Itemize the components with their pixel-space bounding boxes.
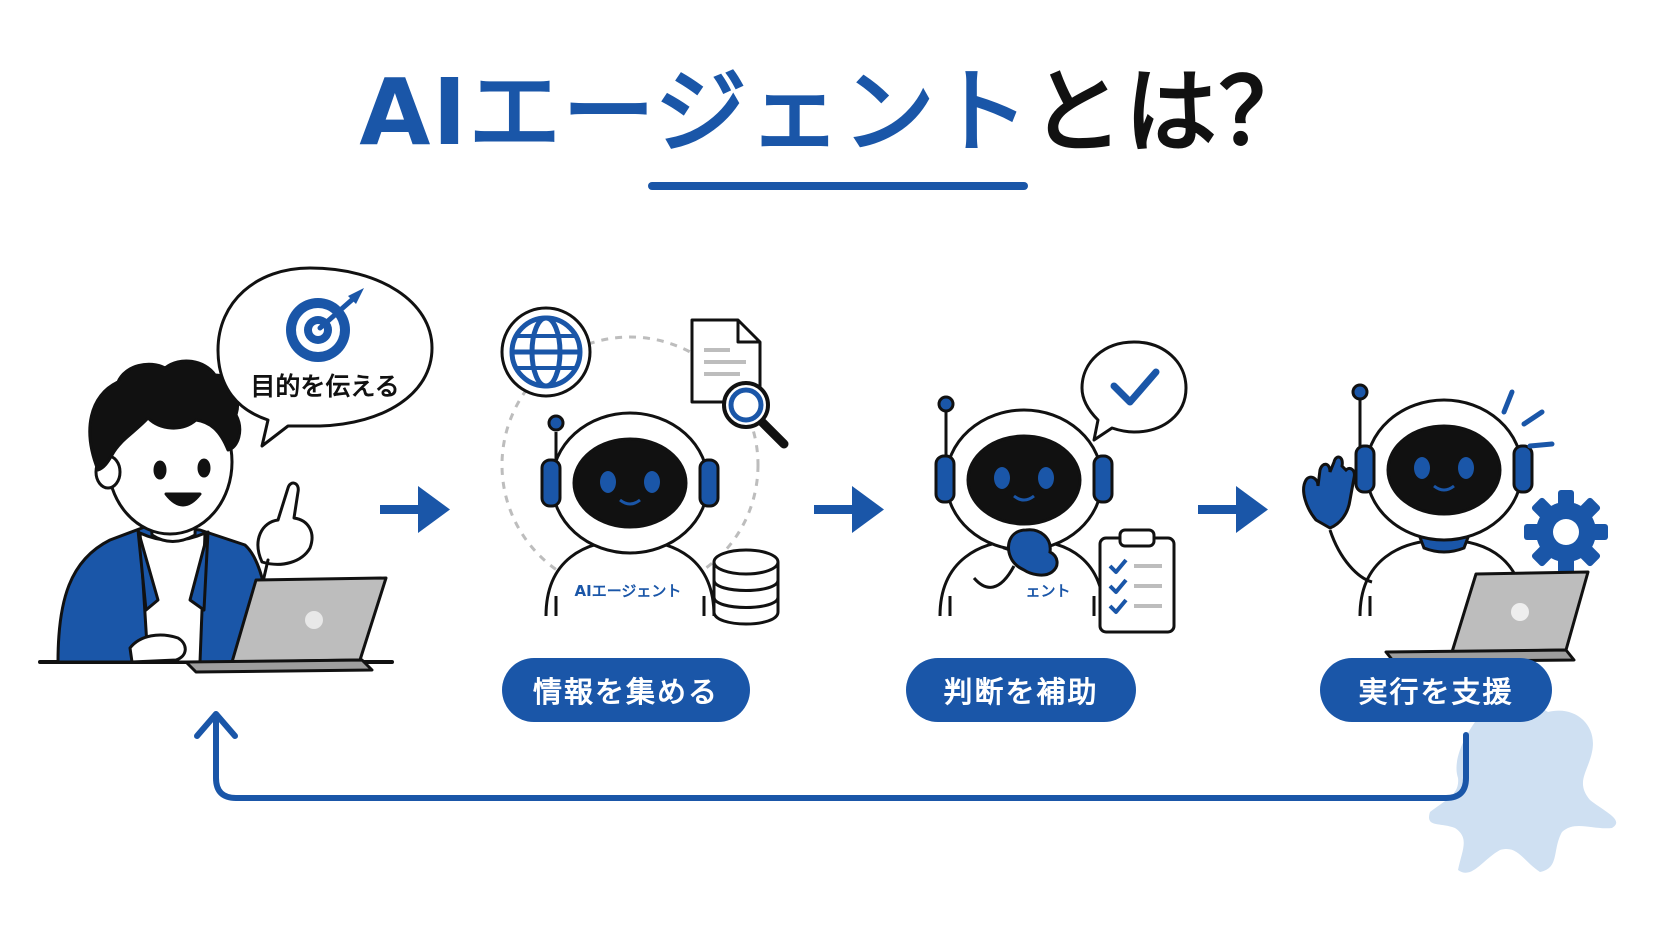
arrow-right-icon bbox=[1198, 486, 1268, 533]
feedback-arrow-icon bbox=[194, 711, 1469, 801]
globe-icon bbox=[500, 306, 592, 398]
title-underline bbox=[648, 182, 1028, 190]
person-hand bbox=[256, 481, 314, 566]
robot-agent bbox=[934, 395, 1114, 617]
person-illustration bbox=[38, 359, 394, 664]
target-icon bbox=[286, 288, 364, 362]
step-label: 実行を支援 bbox=[1358, 675, 1514, 709]
title-rest: とは？ bbox=[1030, 59, 1313, 166]
bubble-label: 目的を伝える bbox=[250, 372, 399, 401]
robot-face bbox=[1386, 424, 1502, 516]
database-icon bbox=[712, 548, 780, 626]
person-hair bbox=[88, 359, 242, 472]
robot-hand bbox=[1007, 528, 1059, 577]
gear-icon bbox=[1524, 490, 1608, 574]
arrow-right-icon bbox=[814, 486, 884, 533]
title-accent: AIエージェント bbox=[359, 59, 1031, 166]
sparkle-lines bbox=[1501, 389, 1555, 449]
robot-face bbox=[572, 437, 688, 529]
check-bubble bbox=[1080, 340, 1188, 442]
splash-decoration bbox=[1429, 703, 1617, 873]
laptop-icon bbox=[184, 576, 388, 674]
step-pill-collect: 情報を集める bbox=[502, 658, 750, 722]
arrow-right-icon bbox=[380, 486, 450, 533]
step-pill-execute: 実行を支援 bbox=[1320, 658, 1552, 722]
robot-face bbox=[966, 434, 1082, 526]
clipboard-checklist-icon bbox=[1098, 528, 1176, 634]
robot-hand bbox=[1302, 455, 1356, 530]
robot-chest-label-partial: ェント bbox=[1025, 582, 1070, 600]
step-label: 判断を補助 bbox=[943, 675, 1099, 709]
magnifier-icon bbox=[722, 381, 789, 449]
check-icon bbox=[1110, 368, 1160, 406]
step-label: 情報を集める bbox=[532, 675, 719, 709]
robot-chest-label: AIエージェント bbox=[575, 582, 682, 600]
page-title: AIエージェントとは？ bbox=[0, 62, 1672, 163]
robot-agent bbox=[540, 411, 720, 617]
step-pill-judge: 判断を補助 bbox=[906, 658, 1136, 722]
